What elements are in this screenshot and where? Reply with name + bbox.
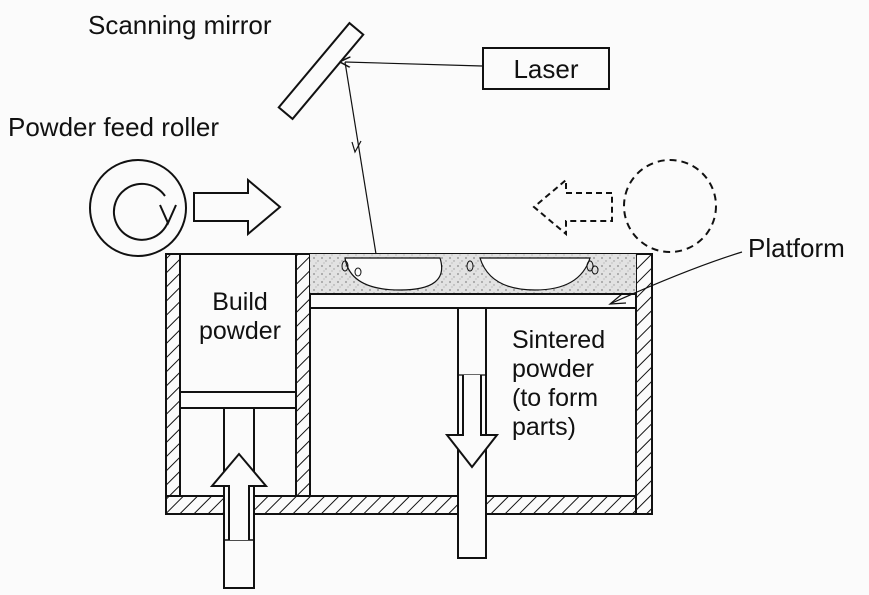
build-powder-label: Build powder <box>190 288 290 346</box>
powder-bed <box>310 254 636 294</box>
roller-return-arrow <box>532 177 613 237</box>
build-powder-line-1: Build <box>212 288 268 316</box>
sintered-line-1: Sintered <box>512 326 606 354</box>
laser-beam-in <box>345 62 483 66</box>
divider-wall <box>295 253 311 497</box>
platform <box>309 293 637 559</box>
piston-up-arrow <box>209 452 269 540</box>
powder-feed-roller-label: Powder feed roller <box>8 112 219 142</box>
sintered-line-4: parts) <box>512 413 576 441</box>
platform-down-arrow <box>444 375 500 469</box>
feed-roller <box>89 159 282 257</box>
platform-label: Platform <box>748 233 845 263</box>
build-powder-line-2: powder <box>199 317 281 345</box>
right-wall <box>635 253 653 515</box>
laser-label: Laser <box>513 53 579 84</box>
sintered-line-2: powder <box>512 355 594 383</box>
laser-beam-out <box>344 61 377 255</box>
scanning-mirror-label: Scanning mirror <box>88 10 272 40</box>
feed-piston <box>179 391 297 589</box>
scanning-mirror <box>277 21 365 121</box>
roller-return <box>532 159 717 253</box>
sintered-line-3: (to form <box>512 384 599 412</box>
roller-forward-arrow <box>193 177 282 237</box>
laser-box: Laser <box>482 47 610 90</box>
rotation-arrow-icon <box>159 204 177 226</box>
left-wall <box>165 253 181 515</box>
sintered-powder-label: Sintered powder (to form parts) <box>512 326 605 442</box>
platform-leader <box>611 251 743 304</box>
